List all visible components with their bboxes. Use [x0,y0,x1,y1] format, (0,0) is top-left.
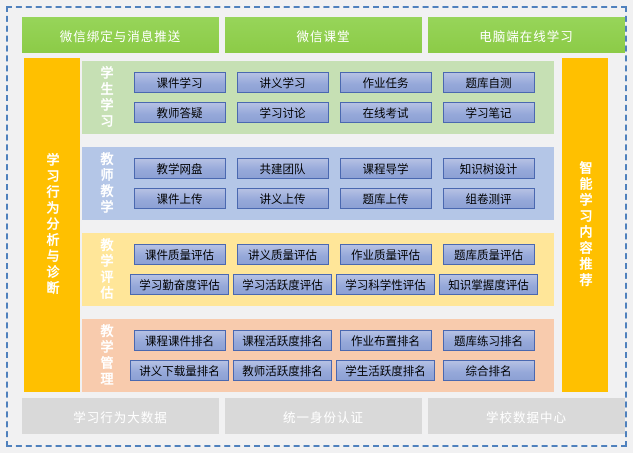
module-button[interactable]: 知识掌握度评估 [439,274,538,295]
section-teacher-teaching: 教师教学 教学网盘 共建团队 课程导学 知识树设计 课件上传 讲义上传 题库上传… [82,147,554,220]
module-button[interactable]: 课程课件排名 [133,330,226,351]
module-button[interactable]: 学习活跃度评估 [233,274,332,295]
module-button[interactable]: 在线考试 [339,102,432,123]
section-label: 教师教学 [98,151,114,216]
module-button[interactable]: 课件质量评估 [133,244,226,265]
section-button-grid: 课件学习 讲义学习 作业任务 题库自测 教师答疑 学习讨论 在线考试 学习笔记 [130,61,554,134]
sections-column: 学生学习 课件学习 讲义学习 作业任务 题库自测 教师答疑 学习讨论 在线考试 … [82,58,554,392]
section-teaching-evaluation: 教学评估 课件质量评估 讲义质量评估 作业质量评估 题库质量评估 学习勤奋度评估… [82,233,554,306]
module-button[interactable]: 作业质量评估 [339,244,432,265]
module-button[interactable]: 共建团队 [236,158,329,179]
module-button[interactable]: 学习科学性评估 [336,274,435,295]
module-button[interactable]: 教学网盘 [133,158,226,179]
module-button[interactable]: 题库上传 [339,188,432,209]
module-button[interactable]: 题库自测 [442,72,535,93]
module-unified-identity-auth[interactable]: 统一身份认证 [225,398,422,434]
module-button[interactable]: 教师活跃度排名 [233,360,332,381]
section-button-grid: 课程课件排名 课程活跃度排名 作业布置排名 题库练习排名 讲义下载量排名 教师活… [130,319,554,392]
module-button[interactable]: 课件上传 [133,188,226,209]
section-label: 学生学习 [98,65,114,130]
module-learning-behavior-bigdata[interactable]: 学习行为大数据 [22,398,219,434]
section-label-wrap: 教学评估 [82,233,130,306]
module-button[interactable]: 题库练习排名 [442,330,535,351]
section-button-grid: 课件质量评估 讲义质量评估 作业质量评估 题库质量评估 学习勤奋度评估 学习活跃… [130,233,554,306]
sidebar-label: 智能学习内容推荐 [577,161,593,289]
module-button[interactable]: 学习讨论 [236,102,329,123]
top-module-row: 微信绑定与消息推送 微信课堂 电脑端在线学习 [22,17,625,53]
sidebar-label: 学习行为分析与诊断 [44,153,60,297]
module-button[interactable]: 讲义上传 [236,188,329,209]
section-button-grid: 教学网盘 共建团队 课程导学 知识树设计 课件上传 讲义上传 题库上传 组卷测评 [130,147,554,220]
module-button[interactable]: 知识树设计 [442,158,535,179]
module-button[interactable]: 学习勤奋度评估 [130,274,229,295]
module-button[interactable]: 作业布置排名 [339,330,432,351]
module-wechat-binding-push[interactable]: 微信绑定与消息推送 [22,17,219,53]
section-teaching-management: 教学管理 课程课件排名 课程活跃度排名 作业布置排名 题库练习排名 讲义下载量排… [82,319,554,392]
section-label-wrap: 教学管理 [82,319,130,392]
module-button[interactable]: 课程导学 [339,158,432,179]
section-student-learning: 学生学习 课件学习 讲义学习 作业任务 题库自测 教师答疑 学习讨论 在线考试 … [82,61,554,134]
module-button[interactable]: 讲义下载量排名 [130,360,229,381]
module-button[interactable]: 课程活跃度排名 [233,330,332,351]
module-button[interactable]: 组卷测评 [442,188,535,209]
module-school-data-center[interactable]: 学校数据中心 [428,398,625,434]
module-button[interactable]: 作业任务 [339,72,432,93]
module-button[interactable]: 综合排名 [442,360,535,381]
module-button[interactable]: 学生活跃度排名 [336,360,435,381]
module-button[interactable]: 讲义学习 [236,72,329,93]
module-button[interactable]: 学习笔记 [442,102,535,123]
module-wechat-classroom[interactable]: 微信课堂 [225,17,422,53]
sidebar-smart-content-recommendation: 智能学习内容推荐 [562,58,608,392]
section-label: 教学评估 [98,237,114,302]
module-button[interactable]: 课件学习 [133,72,226,93]
section-label-wrap: 学生学习 [82,61,130,134]
module-button[interactable]: 题库质量评估 [442,244,535,265]
section-label: 教学管理 [98,323,114,388]
module-pc-online-learning[interactable]: 电脑端在线学习 [428,17,625,53]
module-button[interactable]: 教师答疑 [133,102,226,123]
middle-band: 学习行为分析与诊断 学生学习 课件学习 讲义学习 作业任务 题库自测 教师答疑 … [24,58,608,392]
section-label-wrap: 教师教学 [82,147,130,220]
module-button[interactable]: 讲义质量评估 [236,244,329,265]
sidebar-learning-behavior-analysis: 学习行为分析与诊断 [24,58,80,392]
bottom-module-row: 学习行为大数据 统一身份认证 学校数据中心 [22,398,625,434]
